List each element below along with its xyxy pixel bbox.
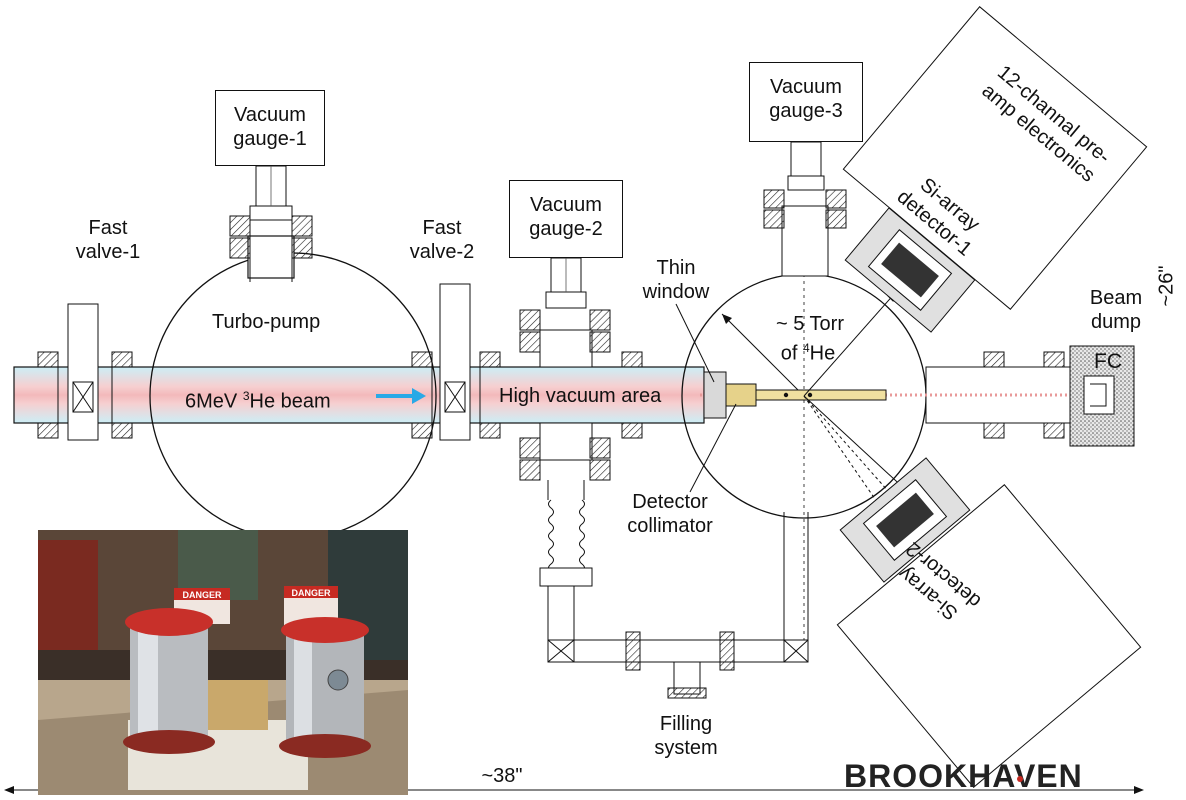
brookhaven-logo-text: BROOKHAVEN xyxy=(844,758,1083,794)
detector-collimator-line1: Detector xyxy=(632,490,708,514)
filling-system-line1: Filling xyxy=(660,712,712,736)
beam-dump-label-line1: Beam xyxy=(1090,286,1142,310)
detector-collimator-line2: collimator xyxy=(627,514,713,538)
pressure-label-line2: of 4He xyxy=(781,336,836,366)
height-dimension-label: ~26" xyxy=(1155,265,1179,306)
pressure-label-line1: ~ 5 Torr xyxy=(776,312,844,336)
equipment-photo: DANGER DANGER xyxy=(38,530,408,795)
brookhaven-logo: BROOKHAVEN xyxy=(842,757,1106,795)
photo-sign-1: DANGER xyxy=(182,590,222,600)
fc-label: FC xyxy=(1094,350,1122,374)
pressure-label-sup: 4 xyxy=(803,341,810,355)
photo-sign-2: DANGER xyxy=(291,588,331,598)
pressure-label-pre: of xyxy=(781,343,803,365)
width-dimension-label: ~38" xyxy=(481,764,522,788)
pressure-label-post: He xyxy=(810,343,836,365)
filling-system-line2: system xyxy=(654,736,717,760)
beam-dump-label-line2: dump xyxy=(1091,310,1141,334)
